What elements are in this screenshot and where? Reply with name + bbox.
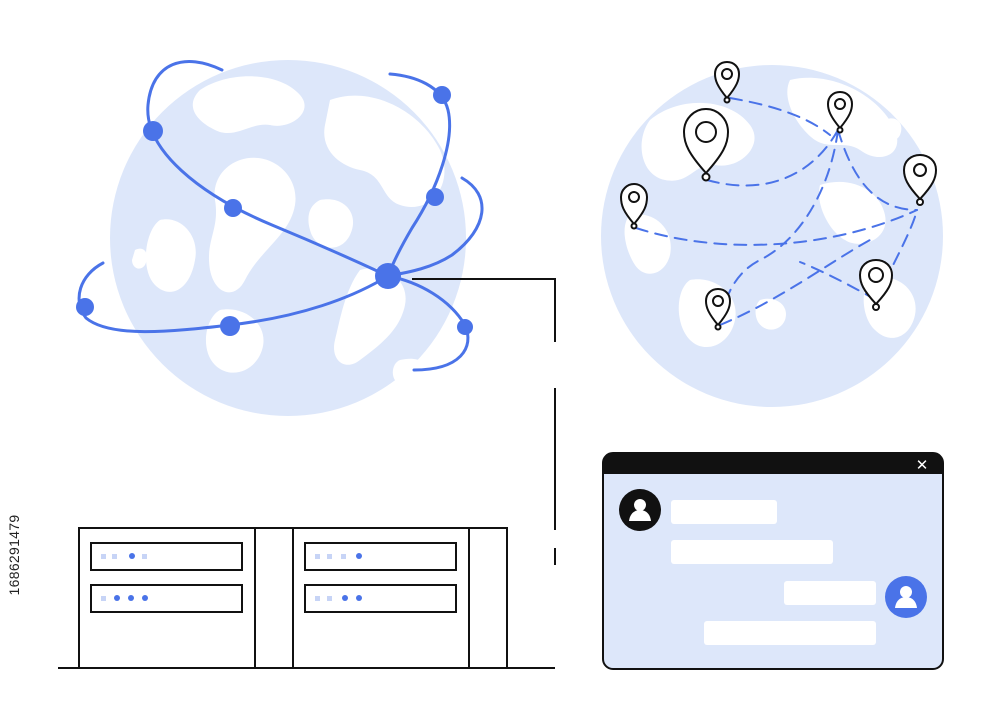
orbit-node <box>224 199 242 217</box>
chat-message-bubble <box>671 500 777 524</box>
server-leds <box>101 553 362 601</box>
close-icon[interactable]: ✕ <box>916 456 929 474</box>
map-pin-icon <box>826 90 854 134</box>
orbit-node <box>220 316 240 336</box>
server-led-row <box>101 553 147 559</box>
chat-message-bubble <box>704 621 876 645</box>
server-led-row <box>101 595 148 601</box>
map-pin-icon <box>682 107 730 182</box>
network-orbit-nodes <box>76 86 473 336</box>
chat-message-bubble <box>784 581 876 605</box>
chat-message-bubble <box>671 540 833 564</box>
map-pin-icon <box>713 60 741 104</box>
stock-id-label: 1686291479 <box>4 485 24 625</box>
user-avatar-icon <box>619 489 661 531</box>
stock-id-text: 1686291479 <box>6 514 22 596</box>
user-avatar-icon <box>885 576 927 618</box>
map-pin-icon <box>619 182 649 230</box>
orbit-node <box>76 298 94 316</box>
map-globe <box>601 60 943 407</box>
map-pin-icon <box>858 258 894 311</box>
chat-window-titlebar <box>603 453 943 474</box>
orbit-node <box>426 188 444 206</box>
orbit-node <box>457 319 473 335</box>
map-pin-icon <box>704 287 732 331</box>
chat-window: ✕ <box>602 452 944 670</box>
server-divider <box>468 527 508 669</box>
map-pins <box>619 60 938 331</box>
map-pin-icon <box>902 153 938 206</box>
server-led-row <box>315 553 362 559</box>
server-unit <box>90 584 243 613</box>
orbit-hub-node <box>375 263 401 289</box>
server-led-row <box>315 595 362 601</box>
orbit-node <box>143 121 163 141</box>
orbit-node <box>433 86 451 104</box>
network-globe <box>76 60 484 416</box>
server-divider <box>254 527 294 669</box>
